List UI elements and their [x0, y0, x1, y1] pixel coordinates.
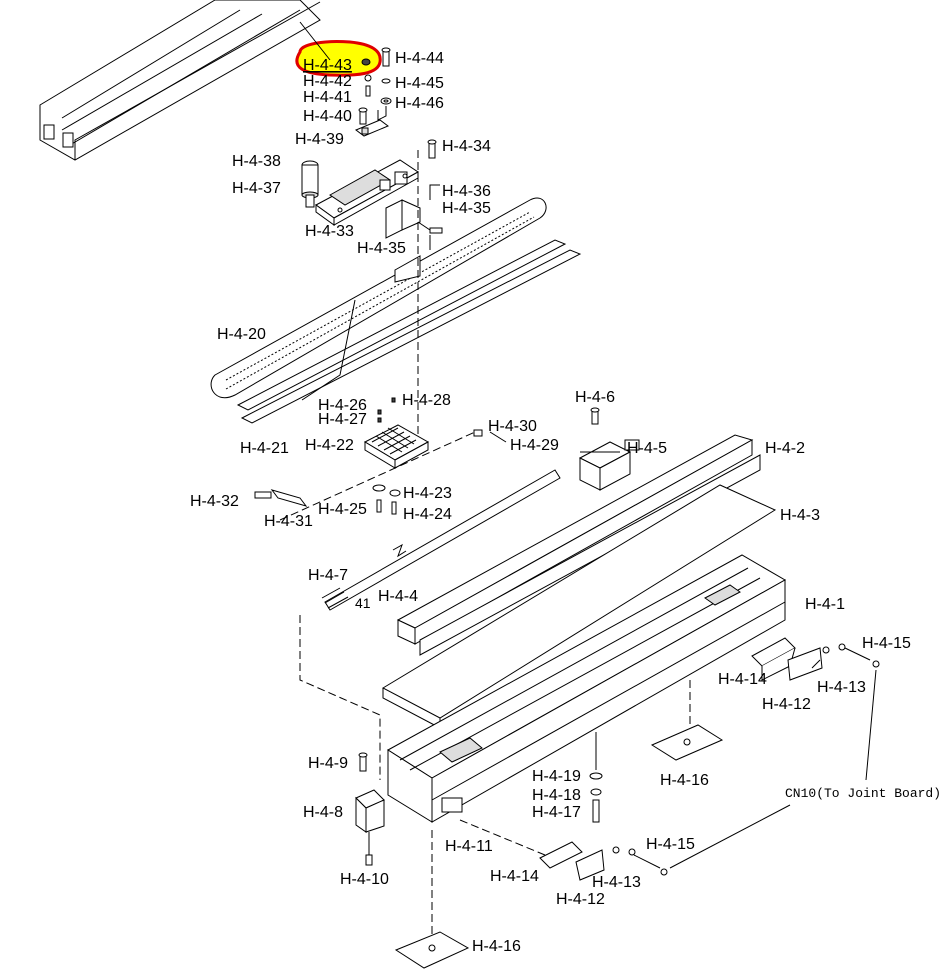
label-h-4-39: H-4-39 — [295, 131, 344, 148]
label-h-4-14-b: H-4-14 — [490, 868, 539, 885]
base-frame — [387, 554, 787, 823]
highlight-h-4-43 — [295, 40, 382, 77]
label-h-4-36: H-4-36 — [442, 183, 491, 200]
label-h-4-28: H-4-28 — [402, 392, 451, 409]
label-cn10: CN10(To Joint Board) — [785, 786, 939, 801]
label-h-4-17: H-4-17 — [532, 804, 581, 821]
label-h-4-37: H-4-37 — [232, 180, 281, 197]
label-h-4-15-a: H-4-15 — [862, 635, 911, 652]
label-h-4-13-b: H-4-13 — [592, 874, 641, 891]
label-h-4-11: H-4-11 — [445, 838, 493, 855]
label-h-4-8: H-4-8 — [303, 804, 343, 821]
label-h-4-9: H-4-9 — [308, 755, 348, 772]
label-h-4-33: H-4-33 — [305, 223, 354, 240]
left-stop-block — [299, 615, 385, 866]
label-h-4-35-b: H-4-35 — [357, 240, 406, 257]
label-h-4-29: H-4-29 — [510, 437, 559, 454]
linear-rail — [381, 434, 777, 729]
slider-block — [363, 397, 430, 515]
label-h-4-10: H-4-10 — [340, 871, 389, 888]
label-h-4-25: H-4-25 — [318, 501, 367, 518]
label-h-4-45: H-4-45 — [395, 75, 444, 92]
label-h-4-41: H-4-41 — [303, 89, 352, 106]
label-h-4-15-b: H-4-15 — [646, 836, 695, 853]
label-h-4-5: H-4-5 — [627, 440, 667, 457]
top-hardware-stack — [355, 47, 392, 137]
label-h-4-35-a: H-4-35 — [442, 200, 491, 217]
label-h-4-21: H-4-21 — [240, 440, 289, 457]
part-labels: H-4-44 H-4-43 H-4-42 H-4-45 H-4-41 H-4-4… — [190, 50, 939, 955]
label-h-4-24: H-4-24 — [403, 506, 452, 523]
label-h-4-19: H-4-19 — [532, 768, 581, 785]
label-h-4-38: H-4-38 — [232, 153, 281, 170]
label-h-4-22: H-4-22 — [305, 437, 354, 454]
label-h-4-34: H-4-34 — [442, 138, 491, 155]
label-h-4-23: H-4-23 — [403, 485, 452, 502]
label-h-4-16-a: H-4-16 — [660, 772, 709, 789]
highlight-ring — [295, 40, 382, 77]
label-h-4-4: H-4-4 — [378, 588, 418, 605]
label-h-4-18: H-4-18 — [532, 787, 581, 804]
label-h-4-44: H-4-44 — [395, 50, 444, 67]
label-h-4-7: H-4-7 — [308, 567, 348, 584]
label-41: 41 — [355, 595, 371, 611]
leader-lines — [299, 21, 821, 669]
label-h-4-43: H-4-43 — [303, 57, 352, 74]
sensor-bracket-right — [751, 637, 880, 781]
label-h-4-46: H-4-46 — [395, 95, 444, 112]
label-h-4-13-a: H-4-13 — [817, 679, 866, 696]
label-h-4-1: H-4-1 — [805, 596, 845, 613]
screw-shaft — [254, 429, 561, 611]
label-h-4-2: H-4-2 — [765, 440, 805, 457]
label-h-4-14-a: H-4-14 — [718, 671, 767, 688]
timing-belt — [210, 197, 582, 424]
label-h-4-12-b: H-4-12 — [556, 891, 605, 908]
label-h-4-16-b: H-4-16 — [472, 938, 521, 955]
label-h-4-26: H-4-26 — [318, 397, 367, 414]
sensor-bracket-lower — [459, 804, 791, 881]
label-h-4-12-a: H-4-12 — [762, 696, 811, 713]
label-h-4-32: H-4-32 — [190, 493, 239, 510]
label-h-4-42: H-4-42 — [303, 73, 352, 90]
label-h-4-3: H-4-3 — [780, 507, 820, 524]
label-h-4-6: H-4-6 — [575, 389, 615, 406]
label-h-4-30: H-4-30 — [488, 418, 537, 435]
center-bolts — [589, 732, 603, 823]
nut-block — [578, 407, 640, 491]
top-rail-fragment — [39, 0, 321, 161]
label-h-4-31: H-4-31 — [264, 513, 313, 530]
label-h-4-20: H-4-20 — [217, 326, 266, 343]
foot-pads — [394, 680, 724, 969]
label-h-4-27: H-4-27 — [318, 411, 367, 428]
label-h-4-40: H-4-40 — [303, 108, 352, 125]
